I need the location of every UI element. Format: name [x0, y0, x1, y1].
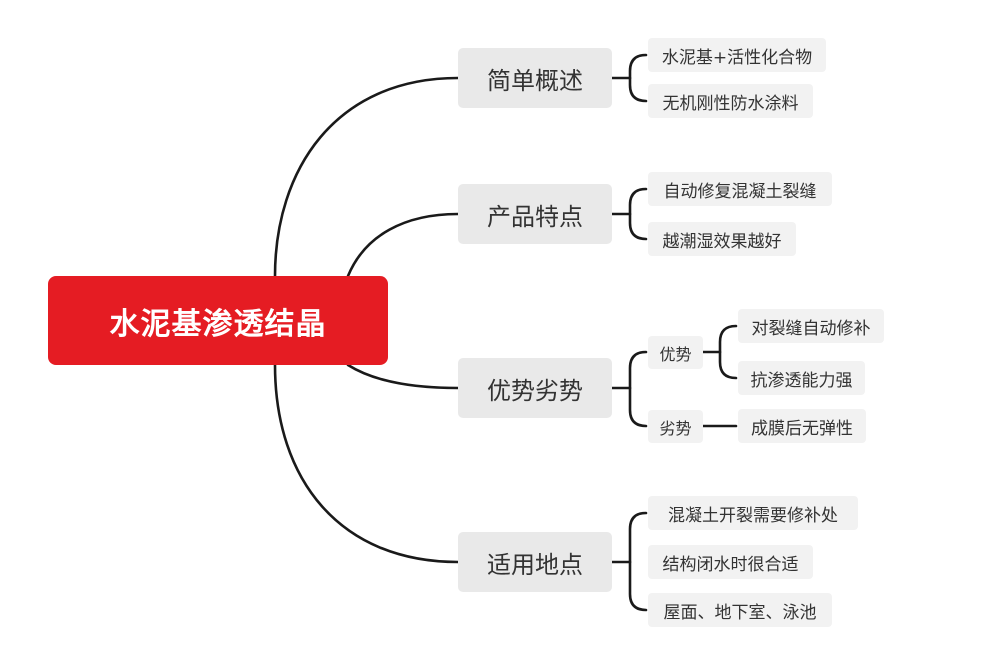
root-node: 水泥基渗透结晶	[48, 276, 388, 365]
leaf-overview-2: 无机刚性防水涂料	[648, 84, 813, 118]
leaf-advantage-1: 对裂缝自动修补	[738, 309, 884, 343]
branch-features: 产品特点	[458, 184, 612, 244]
connector-advantage-bracket	[718, 324, 738, 380]
connector-branch-2-bracket	[628, 187, 648, 241]
group-advantages: 优势	[648, 336, 703, 369]
leaf-disadvantage-1: 成膜后无弹性	[738, 409, 866, 443]
connector-root-branch-3	[346, 363, 460, 390]
leaf-overview-1: 水泥基+活性化合物	[648, 38, 826, 72]
branch-pros-cons: 优势劣势	[458, 358, 612, 418]
connector-branch-1-bracket	[628, 53, 648, 103]
leaf-features-1: 自动修复混凝土裂缝	[648, 172, 832, 206]
leaf-advantage-2: 抗渗透能力强	[738, 361, 865, 395]
leaf-features-2: 越潮湿效果越好	[648, 222, 796, 256]
connector-branch-4-bracket	[628, 511, 648, 612]
connector-branch-3-bracket	[628, 350, 648, 428]
leaf-applications-3: 屋面、地下室、泳池	[648, 593, 832, 627]
connector-root-branch-4	[273, 363, 460, 564]
branch-applications: 适用地点	[458, 532, 612, 592]
leaf-applications-2: 结构闭水时很合适	[648, 545, 813, 579]
leaf-applications-1: 混凝土开裂需要修补处	[648, 496, 858, 530]
branch-overview: 简单概述	[458, 48, 612, 108]
connector-root-branch-1	[273, 76, 460, 278]
connector-root-branch-2	[346, 212, 460, 278]
group-disadvantages: 劣势	[648, 410, 703, 443]
